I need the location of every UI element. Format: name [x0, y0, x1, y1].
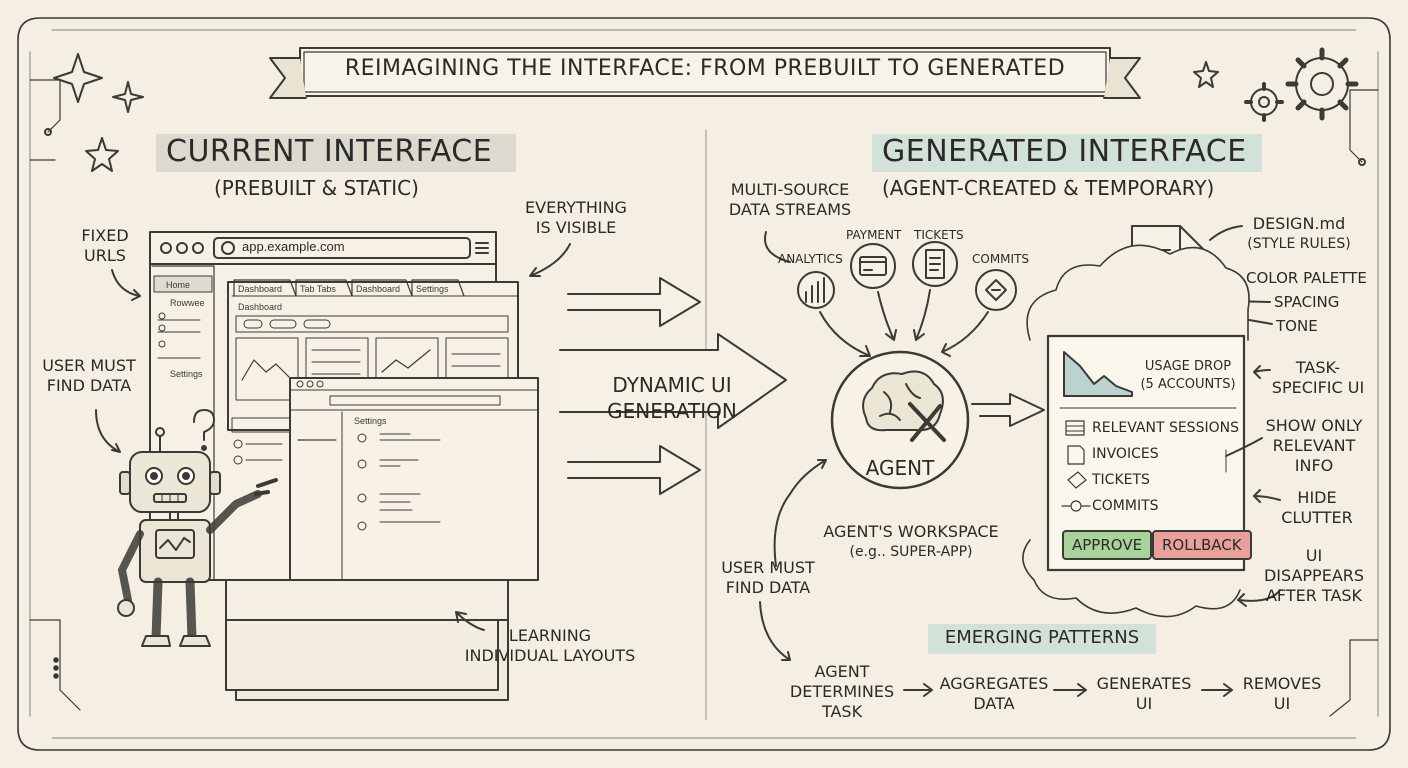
right-subheading: (AGENT-CREATED & TEMPORARY) — [882, 176, 1215, 200]
current-interface-title: CURRENT INTERFACE — [166, 134, 493, 169]
sidebar-item-home: Home — [166, 280, 191, 290]
dashboard-title: Dashboard — [238, 302, 283, 312]
fixed-urls-label: FIXED URLS — [81, 226, 129, 265]
hide-clutter-note: HIDE CLUTTER — [1281, 488, 1353, 527]
style-spacing: SPACING — [1274, 293, 1340, 311]
tab-tabs: Tab Tabs — [300, 284, 336, 294]
left-subheading: (PREBUILT & STATIC) — [214, 176, 419, 200]
user-must-find-right: USER MUST FIND DATA — [721, 558, 815, 597]
usage-drop-label: USAGE DROP (5 ACCOUNTS) — [1140, 359, 1236, 392]
pattern-step-2: AGGREGATES DATA — [939, 674, 1049, 713]
title-banner: REIMAGINING THE INTERFACE: FROM PREBUILT… — [304, 56, 1106, 81]
workspace-label: AGENT'S WORKSPACE (e.g.. SUPER-APP) — [823, 522, 999, 560]
panel-item-commits[interactable]: COMMITS — [1092, 498, 1159, 514]
rollback-button[interactable]: ROLLBACK — [1152, 530, 1252, 560]
approve-button[interactable]: APPROVE — [1062, 530, 1153, 560]
panel-item-invoices[interactable]: INVOICES — [1092, 446, 1159, 462]
data-streams-label: MULTI-SOURCE DATA STREAMS — [728, 180, 852, 219]
tab-dashboard-2: Dashboard — [356, 284, 401, 294]
generated-interface-title: GENERATED INTERFACE — [882, 134, 1247, 169]
style-tone: TONE — [1276, 317, 1318, 335]
page-title: REIMAGINING THE INTERFACE: FROM PREBUILT… — [344, 56, 1066, 81]
pattern-step-3: GENERATES UI — [1096, 674, 1192, 713]
panel-item-tickets[interactable]: TICKETS — [1092, 472, 1150, 488]
tab-dashboard: Dashboard — [238, 284, 283, 294]
panel-item-sessions[interactable]: RELEVANT SESSIONS — [1092, 420, 1239, 436]
pattern-step-1: AGENT DETERMINES TASK — [789, 662, 895, 721]
everything-visible-label: EVERYTHING IS VISIBLE — [525, 198, 627, 237]
design-md-label: DESIGN.md (STYLE RULES) — [1247, 214, 1351, 252]
source-payment: PAYMENT — [846, 228, 902, 242]
dynamic-ui-label: DYNAMIC UI GENERATION — [607, 373, 737, 423]
sidebar-item-rowwee: Rowwee — [170, 298, 205, 308]
agent-label: AGENT — [865, 456, 935, 480]
tab-settings: Settings — [416, 284, 449, 294]
user-must-find-left: USER MUST FIND DATA — [42, 356, 136, 395]
source-commits: COMMITS — [972, 252, 1030, 266]
browser-url: app.example.com — [242, 239, 345, 254]
right-heading: GENERATED INTERFACE — [872, 134, 1257, 169]
patterns-heading: EMERGING PATTERNS — [944, 627, 1140, 648]
source-tickets: TICKETS — [914, 228, 964, 242]
show-only-note: SHOW ONLY RELEVANT INFO — [1265, 416, 1363, 475]
style-color-palette: COLOR PALETTE — [1246, 269, 1367, 287]
source-analytics: ANALYTICS — [778, 252, 843, 266]
ui-disappears-note: UI DISAPPEARS AFTER TASK — [1263, 546, 1365, 605]
pattern-step-4: REMOVES UI — [1242, 674, 1322, 713]
left-heading: CURRENT INTERFACE — [156, 134, 502, 169]
task-specific-note: TASK- SPECIFIC UI — [1271, 358, 1365, 397]
sidebar-item-settings: Settings — [170, 369, 203, 379]
settings-title: Settings — [354, 416, 387, 426]
learning-layouts-label: LEARNING INDIVIDUAL LAYOUTS — [464, 626, 636, 665]
